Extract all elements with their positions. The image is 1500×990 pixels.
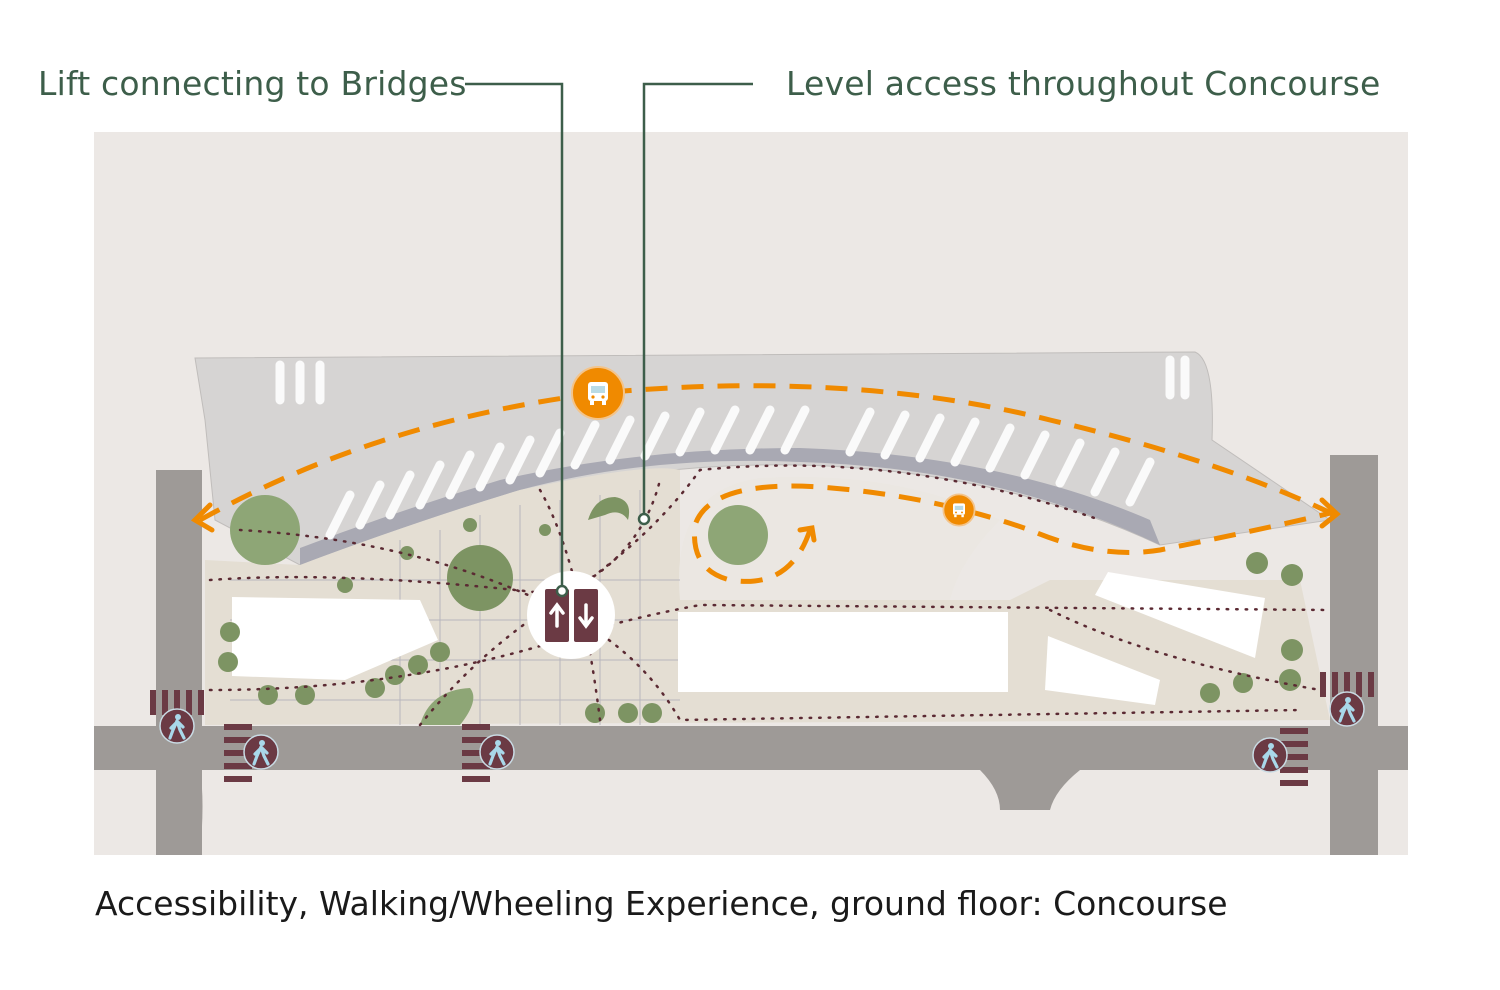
planter bbox=[588, 497, 630, 520]
trees bbox=[218, 495, 1303, 725]
buildings bbox=[232, 572, 1265, 705]
pedestrian-crossing-icon bbox=[158, 707, 196, 745]
lift-annotation-label: Lift connecting to Bridges bbox=[38, 64, 467, 103]
pedestrian-crossing-icon bbox=[242, 733, 280, 771]
level-access-annotation-label: Level access throughout Concourse bbox=[786, 64, 1381, 103]
annotation-leaders bbox=[465, 82, 753, 598]
level-access-leader-line bbox=[642, 82, 753, 514]
pedestrian-crossing-icon bbox=[478, 733, 516, 771]
lift-icon bbox=[527, 571, 615, 659]
bus-routes bbox=[198, 383, 1337, 584]
roads bbox=[94, 455, 1408, 855]
pedestrian-crossing-icon bbox=[1328, 690, 1366, 728]
bus-bays bbox=[275, 355, 1190, 590]
walking-routes bbox=[208, 464, 1332, 727]
inner-loop-area bbox=[679, 476, 1000, 600]
lift-leader-line bbox=[465, 82, 564, 586]
bus-icon bbox=[571, 366, 625, 420]
pedestrian-crossings bbox=[150, 672, 1374, 786]
bus-icon bbox=[942, 493, 976, 527]
figure-caption: Accessibility, Walking/Wheeling Experien… bbox=[95, 884, 1228, 923]
route-arrowheads bbox=[190, 497, 1341, 543]
pedestrian-crossing-icon bbox=[1251, 736, 1289, 774]
